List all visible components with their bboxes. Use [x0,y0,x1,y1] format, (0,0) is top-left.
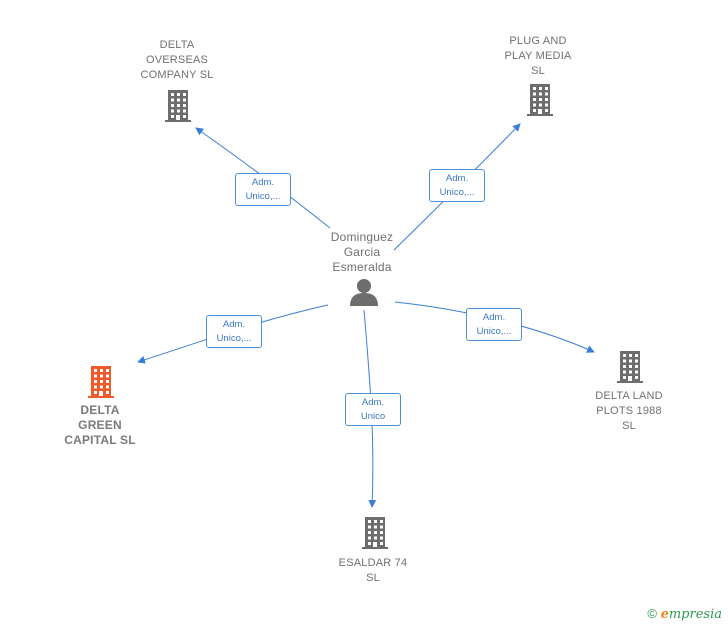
person-icon[interactable] [350,279,378,306]
company-name-line: SL [531,65,545,77]
person-name-line: Dominguez [330,230,394,244]
company-name-line: GREEN [78,418,122,432]
company-name-line: SL [366,572,380,584]
edge-label-line: Unico,... [216,333,252,344]
edge-label-line: Unico [360,411,386,422]
company-name-line: PLAY MEDIA [504,50,572,62]
company-name-plug-and-play[interactable]: PLUG AND PLAY MEDIA SL [478,34,598,79]
footer-brand: © empresia [647,606,722,622]
edge-label-line: Adm. [482,312,506,323]
edge-label-delta-overseas[interactable]: Adm. Unico,... [235,173,291,206]
edge-label-delta-land[interactable]: Adm. Unico,... [466,308,522,341]
edge-label-plug-and-play[interactable]: Adm. Unico,... [429,169,485,202]
company-name-line: PLOTS 1988 [596,405,662,417]
building-icon-plug-and-play[interactable] [527,84,553,116]
edge-label-line: Adm. [445,173,469,184]
company-name-esaldar[interactable]: ESALDAR 74 SL [313,556,433,586]
company-name-line: SL [622,420,636,432]
building-icon-delta-land[interactable] [617,351,643,383]
edge-label-line: Adm. [361,397,385,408]
company-name-line: ESALDAR 74 [338,557,408,569]
company-name-line: PLUG AND [509,35,567,47]
edge-label-line: Adm. [251,177,275,188]
edge-label-line: Unico,... [476,326,512,337]
company-name-line: CAPITAL SL [64,433,136,447]
company-name-line: OVERSEAS [145,54,209,66]
edge-label-esaldar[interactable]: Adm. Unico [345,393,401,426]
company-name-line: DELTA LAND [595,390,663,402]
edge-label-line: Unico,... [439,187,475,198]
company-name-line: COMPANY SL [140,69,214,81]
company-name-delta-overseas[interactable]: DELTA OVERSEAS COMPANY SL [117,38,237,83]
copyright-symbol: © [647,606,657,621]
edge-label-delta-green[interactable]: Adm. Unico,... [206,315,262,348]
person-name-line: Esmeralda [332,260,392,274]
building-icon-esaldar[interactable] [362,517,388,549]
empresia-logo: empresia [660,607,722,622]
edge-label-line: Unico,... [245,191,281,202]
company-name-line: DELTA [80,403,120,417]
company-name-line: DELTA [159,39,195,51]
edge-label-line: Adm. [222,319,246,330]
person-name-line: Garcia [343,245,381,259]
building-icon-delta-green[interactable] [88,366,114,398]
building-icon-delta-overseas[interactable] [165,90,191,122]
